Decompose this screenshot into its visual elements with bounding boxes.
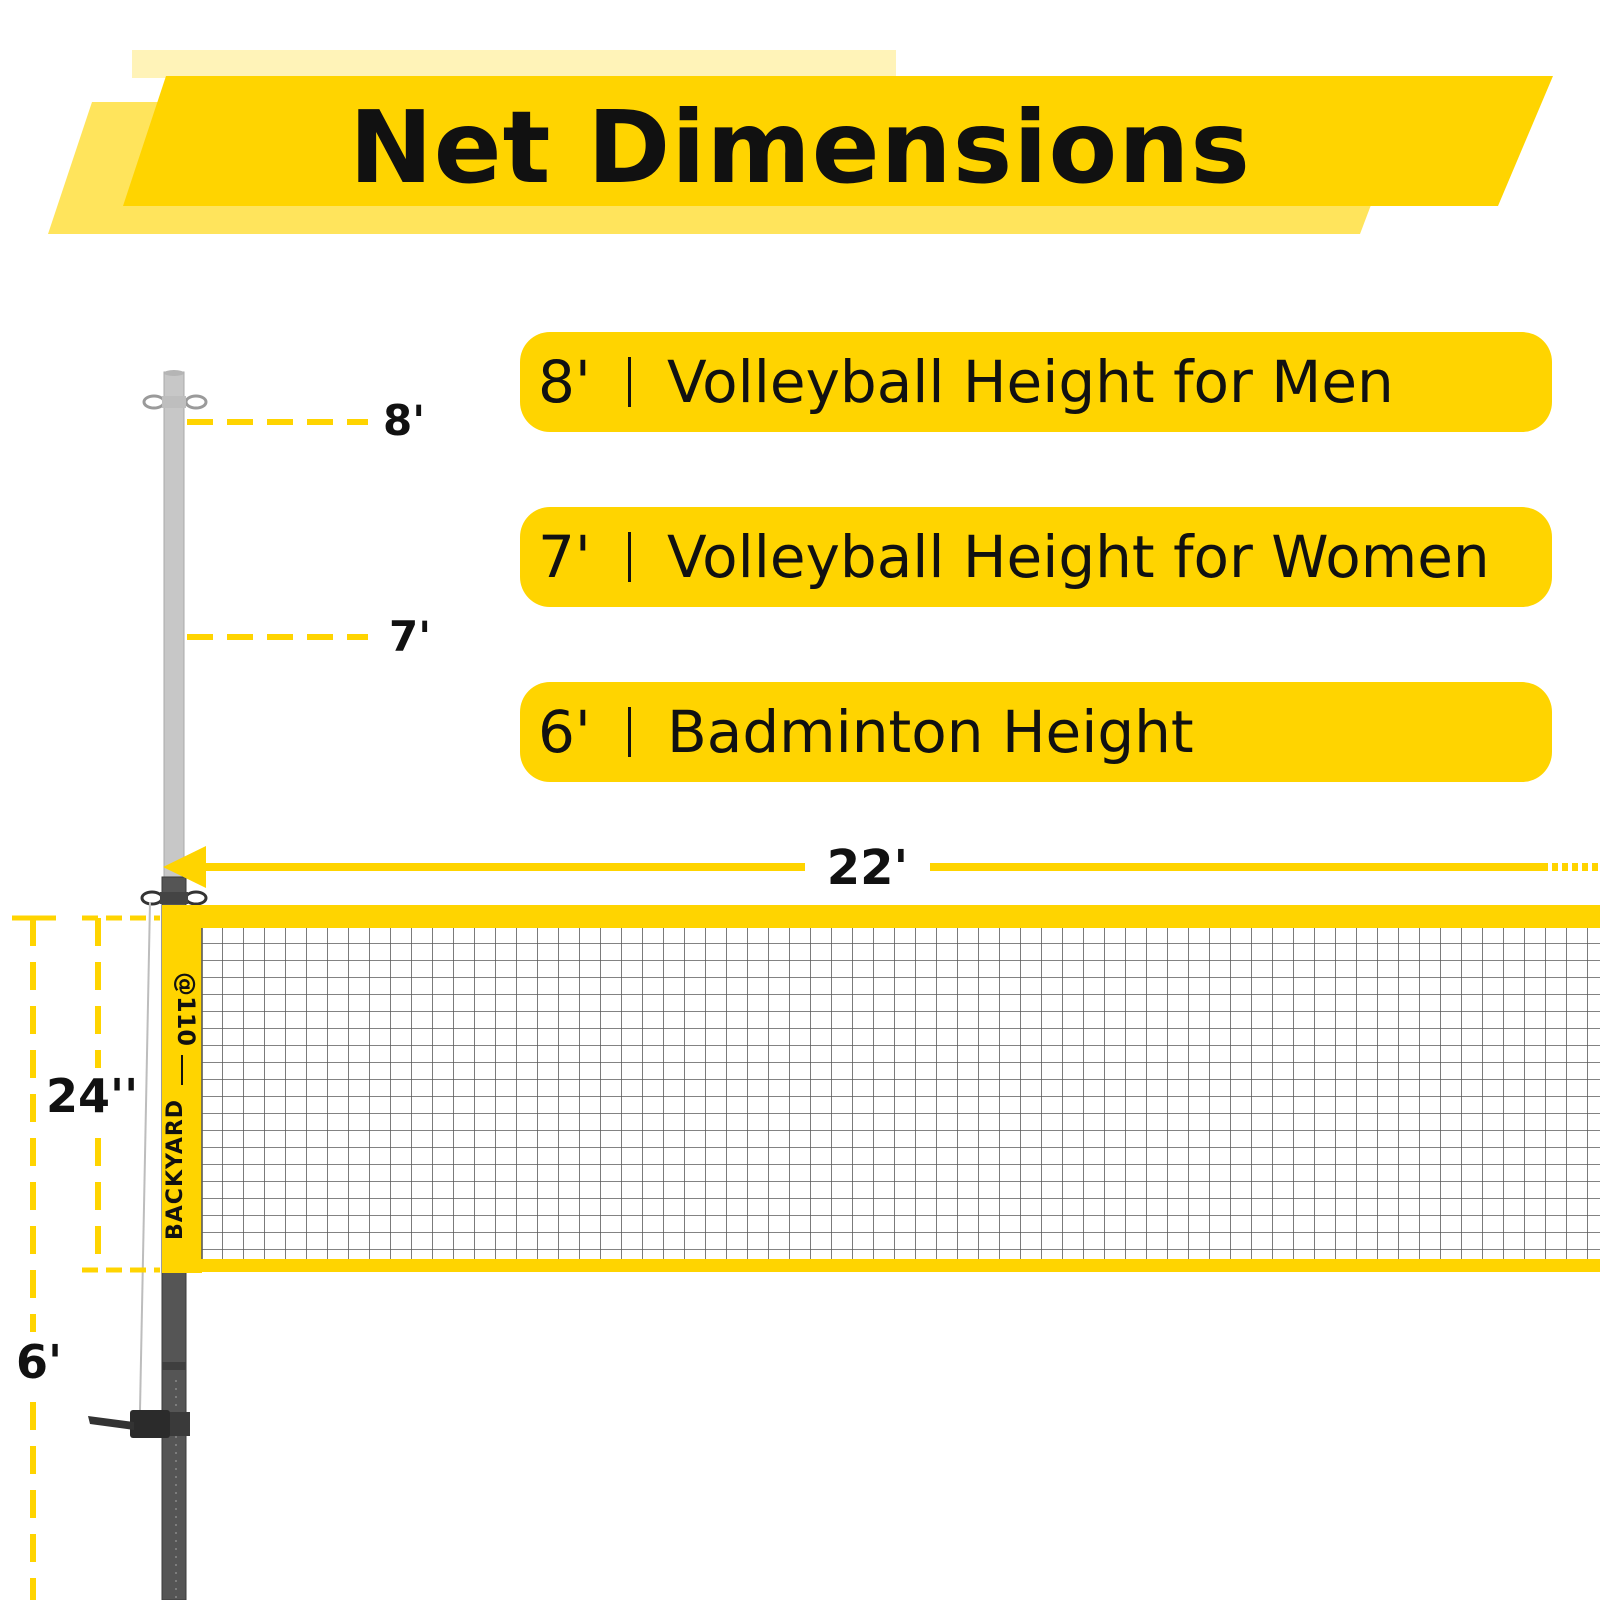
height-mark-top: 8': [383, 396, 426, 445]
brand-text: BACKYARD: [163, 1098, 188, 1240]
height-option-label: Volleyball Height for Women: [667, 523, 1490, 591]
height-option-value: 7': [538, 523, 591, 591]
separator-bar: [628, 707, 631, 757]
net-bottom-band: [162, 1259, 1600, 1272]
separator-bar: [628, 532, 631, 582]
net-height-label: 24'': [44, 1068, 141, 1124]
pole-upper: [163, 371, 185, 878]
arrow-left-icon: [163, 846, 206, 888]
height-option-value: 6': [538, 698, 591, 766]
height-option-badminton: 6' Badminton Height: [520, 682, 1552, 782]
separator-bar: [628, 357, 631, 407]
title-banner: [48, 50, 1553, 234]
ground-height-label: 6': [14, 1332, 65, 1392]
pole-collar-rings: [140, 890, 208, 906]
height-option-label: Badminton Height: [667, 698, 1194, 766]
height-option-label: Volleyball Height for Men: [667, 348, 1394, 416]
winch-icon: [88, 1410, 190, 1438]
height-option-men: 8' Volleyball Height for Men: [520, 332, 1552, 432]
tension-rope: [139, 901, 151, 1411]
brand-logo: @110: [172, 972, 200, 1047]
pole-cap: [164, 370, 184, 376]
height-option-value: 8': [538, 348, 591, 416]
height-option-women: 7' Volleyball Height for Women: [520, 507, 1552, 607]
net-mesh: [202, 928, 1600, 1261]
net-width-label: 22': [805, 840, 930, 896]
height-mark-middle: 7': [389, 612, 432, 661]
band-divider: [181, 1055, 183, 1085]
net-side-band: [162, 905, 202, 1273]
page-title: Net Dimensions: [349, 89, 1251, 206]
net-top-band: [162, 905, 1600, 928]
pole-top-rings: [142, 394, 208, 410]
